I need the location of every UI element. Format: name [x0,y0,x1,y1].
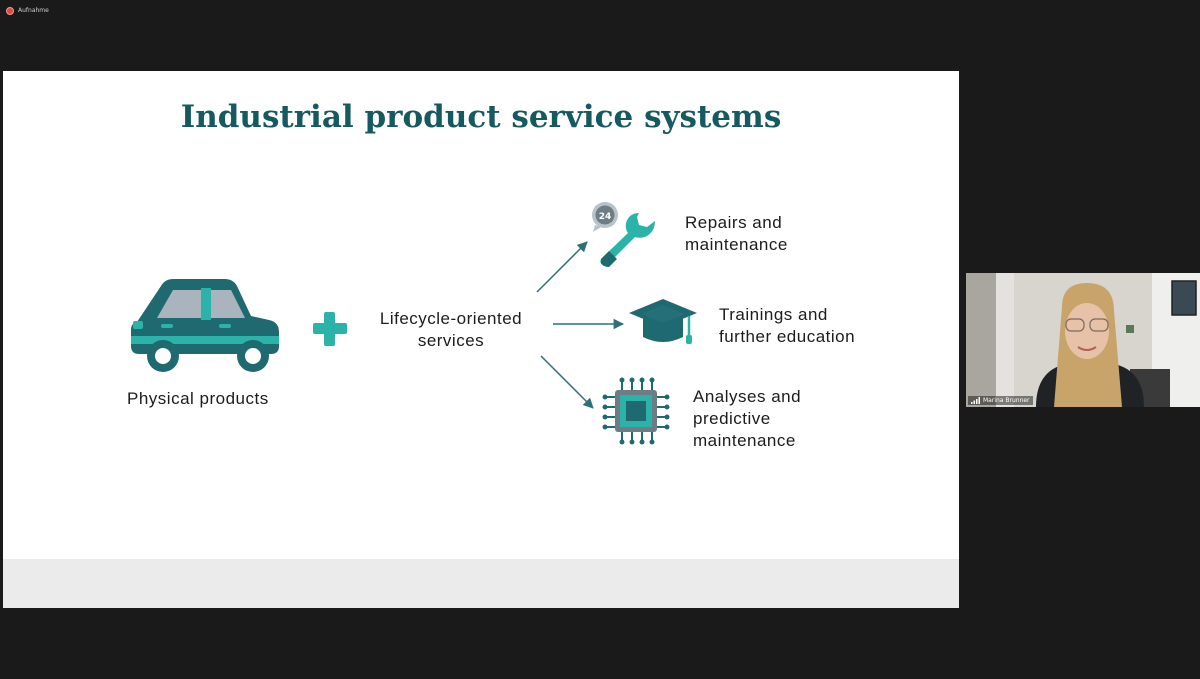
service-label-analyses: Analyses and predictive maintenance [693,387,802,450]
microchip-icon [602,377,670,445]
signal-strength-icon [971,397,980,404]
slide-footer-bar [3,559,959,608]
car-icon [131,279,279,372]
participant-name-tag: Marina Brunner [968,396,1033,405]
recording-indicator: Aufnahme [6,5,49,17]
lifecycle-services-label: Lifecycle-oriented services [379,309,523,350]
participant-video-feed [966,273,1200,407]
graduation-cap-icon [629,299,697,344]
branch-arrows [536,241,625,409]
arrow-to-analyses [540,355,594,409]
physical-products-label: Physical products [127,389,269,408]
record-icon [6,7,14,15]
arrow-to-repairs [536,241,588,293]
plus-icon [313,312,347,346]
participant-video-tile[interactable]: Marina Brunner [966,273,1200,407]
slide-title: Industrial product service systems [180,99,782,135]
recording-label: Aufnahme [18,7,49,14]
service-label-trainings: Trainings and further education [719,305,856,346]
badge-24-text: 24 [599,212,612,222]
participant-name: Marina Brunner [983,397,1030,404]
service-label-repairs: Repairs and maintenance [685,213,788,254]
shared-slide: Industrial product service systems Physi… [3,71,959,608]
wrench-24h-icon: 24 [592,202,655,267]
